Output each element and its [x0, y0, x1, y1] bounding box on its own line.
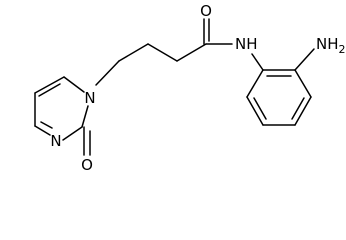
atom-ring-nitrogen-3: N [50, 132, 61, 150]
atom-ring-oxygen: O [81, 156, 93, 174]
bond-chain-c3-c4 [118, 43, 149, 62]
bond-chain-c2-c3 [147, 43, 178, 62]
bond-ring-c4-n3 [34, 125, 51, 136]
bond-chain-c1-c2 [176, 43, 207, 62]
bond-ring-c6-c5-double [38, 83, 61, 97]
bond-ring-n3-c2 [62, 126, 83, 141]
bond-ring-n1-c6 [63, 76, 85, 93]
bond-chain-c4-ring-n [95, 60, 120, 86]
molecule-diagram: O NH NH2 N N O [34, 2, 346, 174]
bond-phenyl-2-3 [294, 69, 312, 98]
bond-phenyl-double-c [253, 97, 267, 120]
bond-ring-c2-n1 [81, 105, 89, 128]
bond-phenyl-5-6 [246, 96, 264, 126]
bond-phenyl-3-4 [294, 96, 312, 126]
bond-phenyl-double-b [291, 97, 305, 120]
bond-amide-n-phenyl [251, 53, 264, 71]
bond-ring-c4-n3-double [40, 121, 53, 129]
structure-canvas: O NH NH2 N N O [34, 2, 346, 174]
bond-phenyl-amine [294, 48, 315, 71]
atom-carbonyl-oxygen: O [200, 2, 212, 20]
bond-phenyl-6-1 [246, 69, 264, 98]
bond-ring-c6-c5 [34, 76, 65, 94]
atom-ring-nitrogen-1: N [84, 89, 95, 107]
atom-amine-group: NH2 [316, 35, 346, 56]
atom-amide-nitrogen: NH [235, 35, 258, 53]
